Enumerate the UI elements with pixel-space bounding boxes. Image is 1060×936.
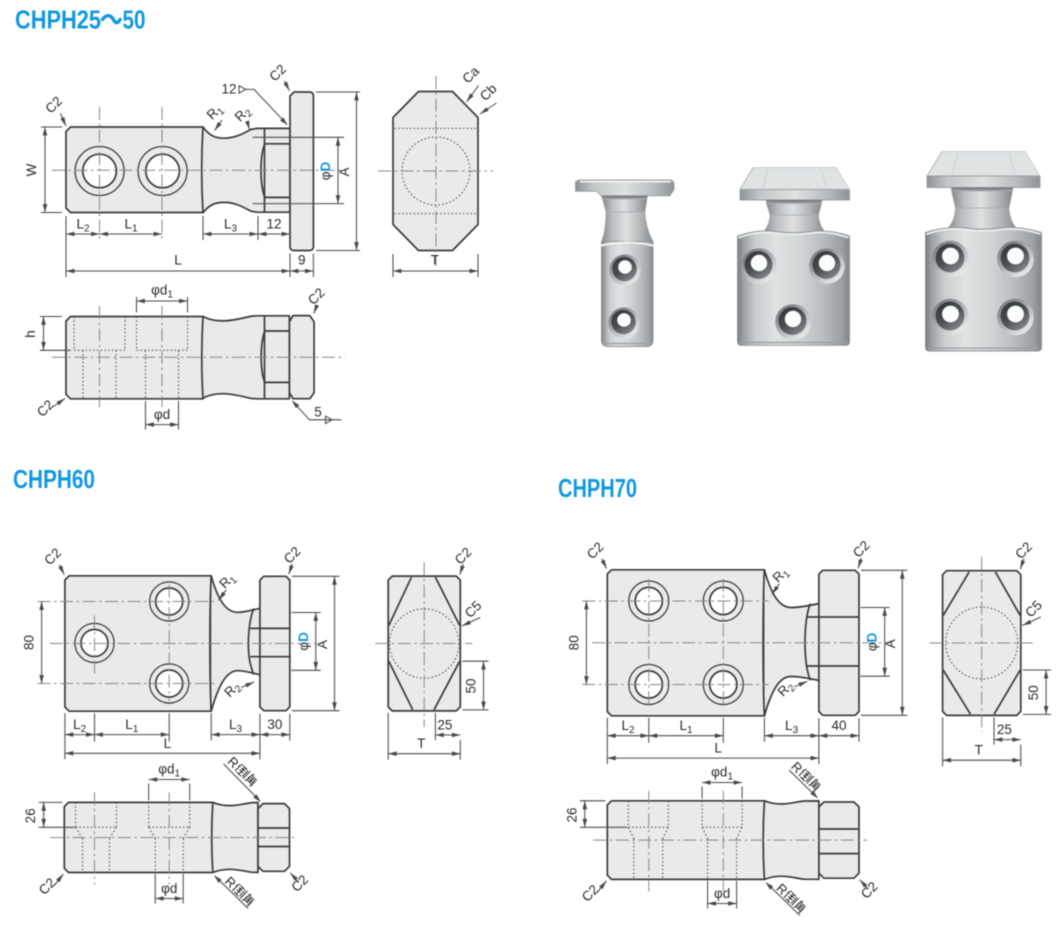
svg-text:C2: C2	[36, 875, 59, 898]
svg-text:L3: L3	[785, 718, 799, 736]
svg-text:R2: R2	[232, 103, 256, 127]
svg-text:50: 50	[123, 7, 146, 35]
svg-text:L: L	[174, 253, 182, 268]
svg-text:L1: L1	[124, 217, 138, 235]
svg-text:50: 50	[1026, 685, 1041, 700]
svg-text:50: 50	[464, 678, 479, 693]
svg-text:R: R	[225, 754, 242, 771]
svg-text:25: 25	[437, 718, 452, 733]
svg-text:R2: R2	[221, 678, 245, 702]
svg-text:L2: L2	[76, 217, 90, 235]
svg-text:φD: φD	[296, 632, 311, 651]
svg-text:CHPH70: CHPH70	[558, 475, 637, 503]
svg-text:φd1: φd1	[151, 283, 173, 301]
svg-text:L1: L1	[679, 718, 693, 736]
svg-text:26: 26	[564, 807, 579, 822]
svg-text:12: 12	[266, 217, 281, 232]
svg-text:9: 9	[298, 253, 306, 268]
svg-text:φd1: φd1	[711, 765, 733, 783]
svg-text:25: 25	[997, 722, 1012, 737]
svg-text:C2: C2	[305, 285, 328, 308]
svg-text:L2: L2	[73, 717, 87, 735]
svg-text:T: T	[431, 253, 439, 268]
svg-text:φd1: φd1	[158, 762, 180, 780]
svg-text:R1: R1	[770, 564, 794, 588]
svg-text:L2: L2	[621, 718, 635, 736]
svg-text:40: 40	[831, 718, 846, 733]
svg-text:R1: R1	[204, 101, 228, 125]
svg-text:φd: φd	[154, 407, 170, 422]
svg-text:Cb: Cb	[477, 81, 500, 104]
svg-text:L3: L3	[224, 217, 238, 235]
svg-text:T: T	[417, 736, 425, 751]
svg-text:φd: φd	[714, 886, 730, 901]
svg-text:26: 26	[23, 808, 38, 823]
svg-text:30: 30	[267, 717, 282, 732]
svg-text:A: A	[315, 640, 330, 649]
svg-text:L3: L3	[229, 717, 243, 735]
svg-text:R: R	[222, 874, 239, 891]
svg-text:C2: C2	[42, 93, 65, 116]
svg-text:R: R	[773, 881, 790, 898]
svg-text:C2: C2	[281, 544, 304, 567]
svg-text:80: 80	[22, 635, 37, 650]
svg-text:φd: φd	[161, 881, 177, 896]
svg-text:CHPH25: CHPH25	[15, 7, 101, 35]
svg-text:C2: C2	[452, 545, 475, 568]
svg-text:φD: φD	[318, 161, 333, 180]
svg-text:CHPH60: CHPH60	[13, 466, 95, 494]
svg-text:R1: R1	[216, 570, 240, 594]
svg-text:W: W	[24, 163, 39, 176]
svg-text:R: R	[788, 759, 805, 776]
svg-text:12: 12	[221, 82, 236, 97]
svg-text:C5: C5	[1022, 597, 1045, 620]
svg-text:C2: C2	[1012, 539, 1035, 562]
svg-text:h: h	[23, 330, 38, 338]
svg-text:A: A	[883, 639, 898, 648]
svg-text:C2: C2	[579, 882, 602, 905]
svg-text:A: A	[337, 167, 352, 176]
svg-text:C2: C2	[34, 397, 57, 420]
svg-text:80: 80	[566, 635, 581, 650]
svg-text:L: L	[164, 736, 172, 751]
svg-text:L: L	[714, 741, 722, 756]
svg-text:C2: C2	[266, 61, 289, 84]
svg-text:C2: C2	[850, 538, 873, 561]
svg-text:L1: L1	[125, 717, 139, 735]
svg-text:T: T	[975, 743, 983, 758]
svg-text:C2: C2	[584, 539, 607, 562]
svg-text:Ca: Ca	[459, 63, 482, 86]
svg-text:C5: C5	[462, 598, 485, 621]
svg-text:C2: C2	[41, 545, 64, 568]
svg-text:5: 5	[314, 405, 322, 420]
svg-text:φD: φD	[865, 632, 880, 651]
